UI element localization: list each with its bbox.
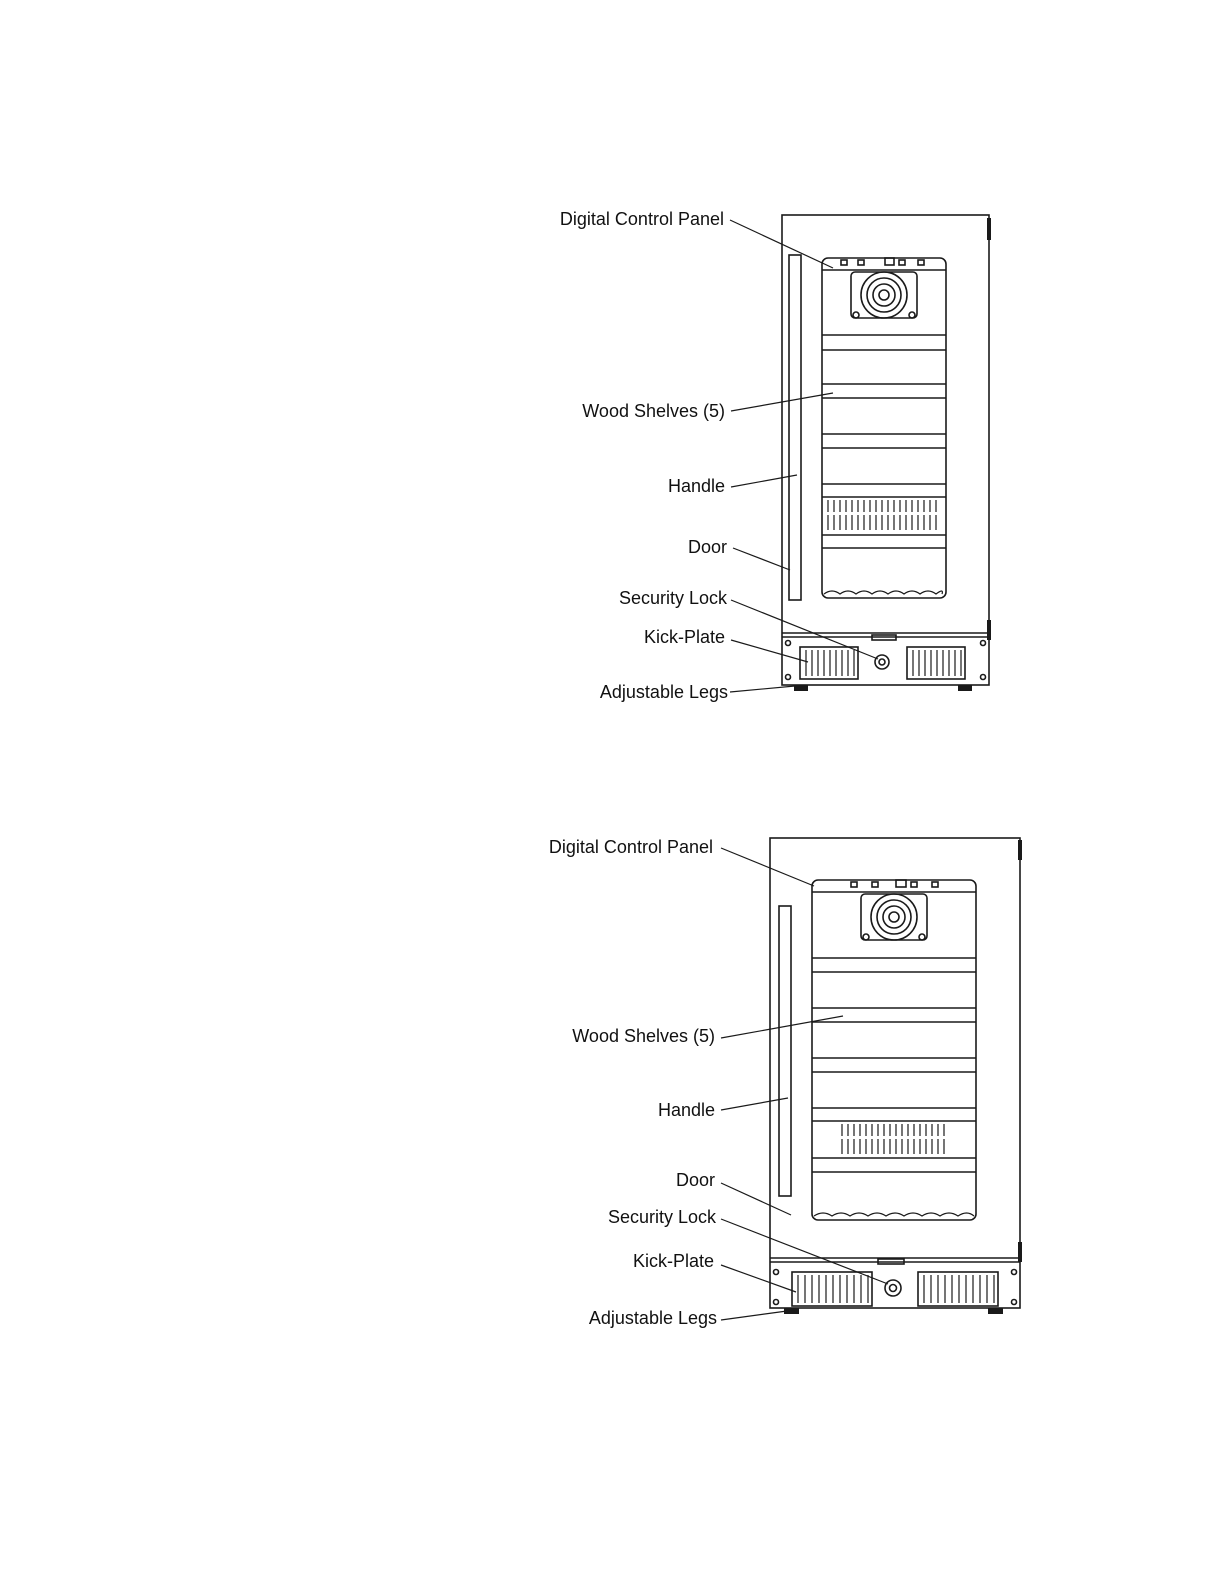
label-digital-control-panel: Digital Control Panel [453, 837, 713, 857]
kickplate-vent-left [792, 1272, 872, 1306]
door-window [812, 880, 976, 1220]
label-adjustable-legs: Adjustable Legs [457, 1308, 717, 1328]
handle-bar [779, 906, 791, 1196]
label-security-lock: Security Lock [456, 1207, 716, 1227]
leg-right [988, 1308, 1003, 1314]
label-wood-shelves: Wood Shelves (5) [455, 1026, 715, 1046]
cabinet-outline [770, 838, 1020, 1308]
label-kick-plate: Kick-Plate [454, 1251, 714, 1271]
security-lock-shape [885, 1280, 901, 1296]
label-handle: Handle [455, 1100, 715, 1120]
label-door: Door [455, 1170, 715, 1190]
kickplate-vent-right [918, 1272, 998, 1306]
